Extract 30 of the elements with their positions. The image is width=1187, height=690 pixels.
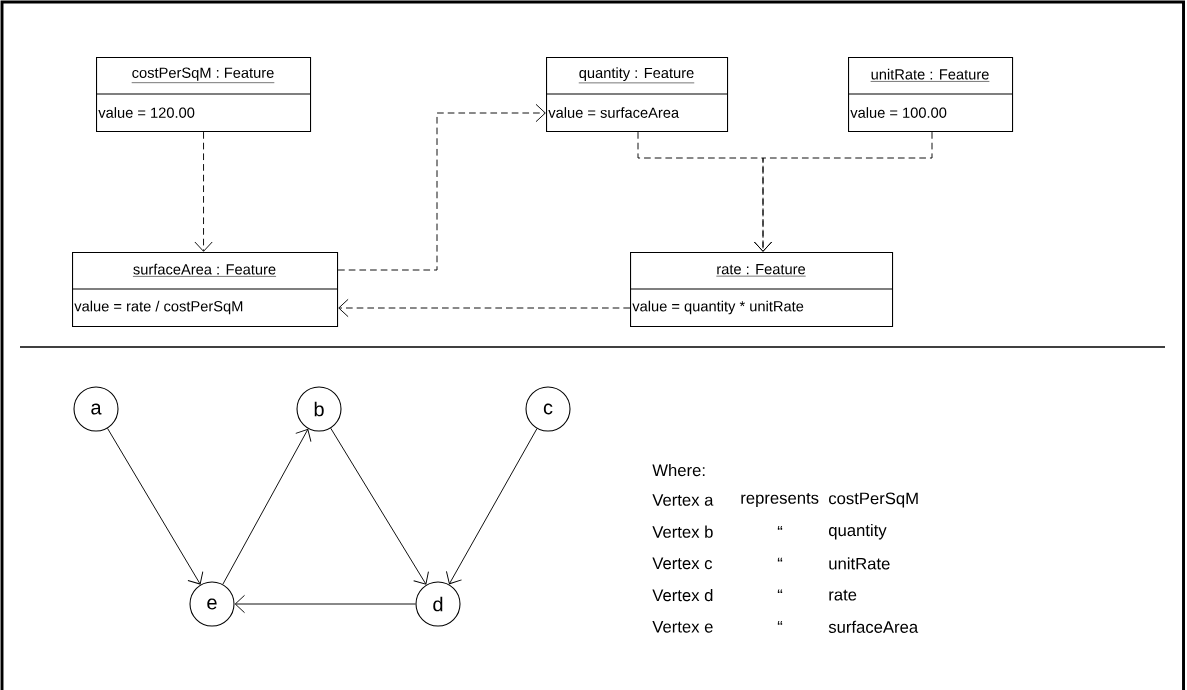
legend-text: Vertex e <box>652 621 713 633</box>
ditto-mark: “ <box>777 557 783 562</box>
arrow <box>446 428 538 585</box>
arrow <box>338 298 631 318</box>
legend-text: Vertex d <box>652 589 713 602</box>
arrow <box>234 594 416 614</box>
object-box: rate : Feature value = quantity * unitRate <box>629 252 894 328</box>
legend-text: quantity <box>828 523 887 540</box>
legend-text: Vertex a <box>652 494 714 506</box>
legend-text: costPerSqM <box>829 492 918 508</box>
legend-text: unitRate <box>829 557 890 570</box>
legend-text: surfaceArea <box>828 620 919 633</box>
legend-text: Vertex b <box>652 525 713 538</box>
arrow <box>194 131 213 252</box>
legend-text: represents <box>741 492 819 508</box>
object-box: surfaceArea : Feature value = rate / costPerSqM <box>71 252 339 328</box>
arrow <box>753 131 933 252</box>
ditto-mark: “ <box>777 589 783 594</box>
legend-heading: Where: <box>652 463 705 477</box>
legend-text: rate <box>829 589 857 601</box>
object-box: unitRate : Feature value = 100.00 <box>847 57 1014 133</box>
arrow <box>337 103 546 271</box>
ditto-mark: “ <box>777 526 783 530</box>
object-box: costPerSqM : Feature value = 120.00 <box>95 57 312 133</box>
arrow <box>222 428 312 585</box>
ditto-mark: “ <box>777 621 783 625</box>
arrow <box>330 427 429 585</box>
legend-text: Vertex c <box>652 557 713 570</box>
object-box: quantity : Feature value = surfaceArea <box>545 57 729 133</box>
arrow <box>107 427 204 585</box>
